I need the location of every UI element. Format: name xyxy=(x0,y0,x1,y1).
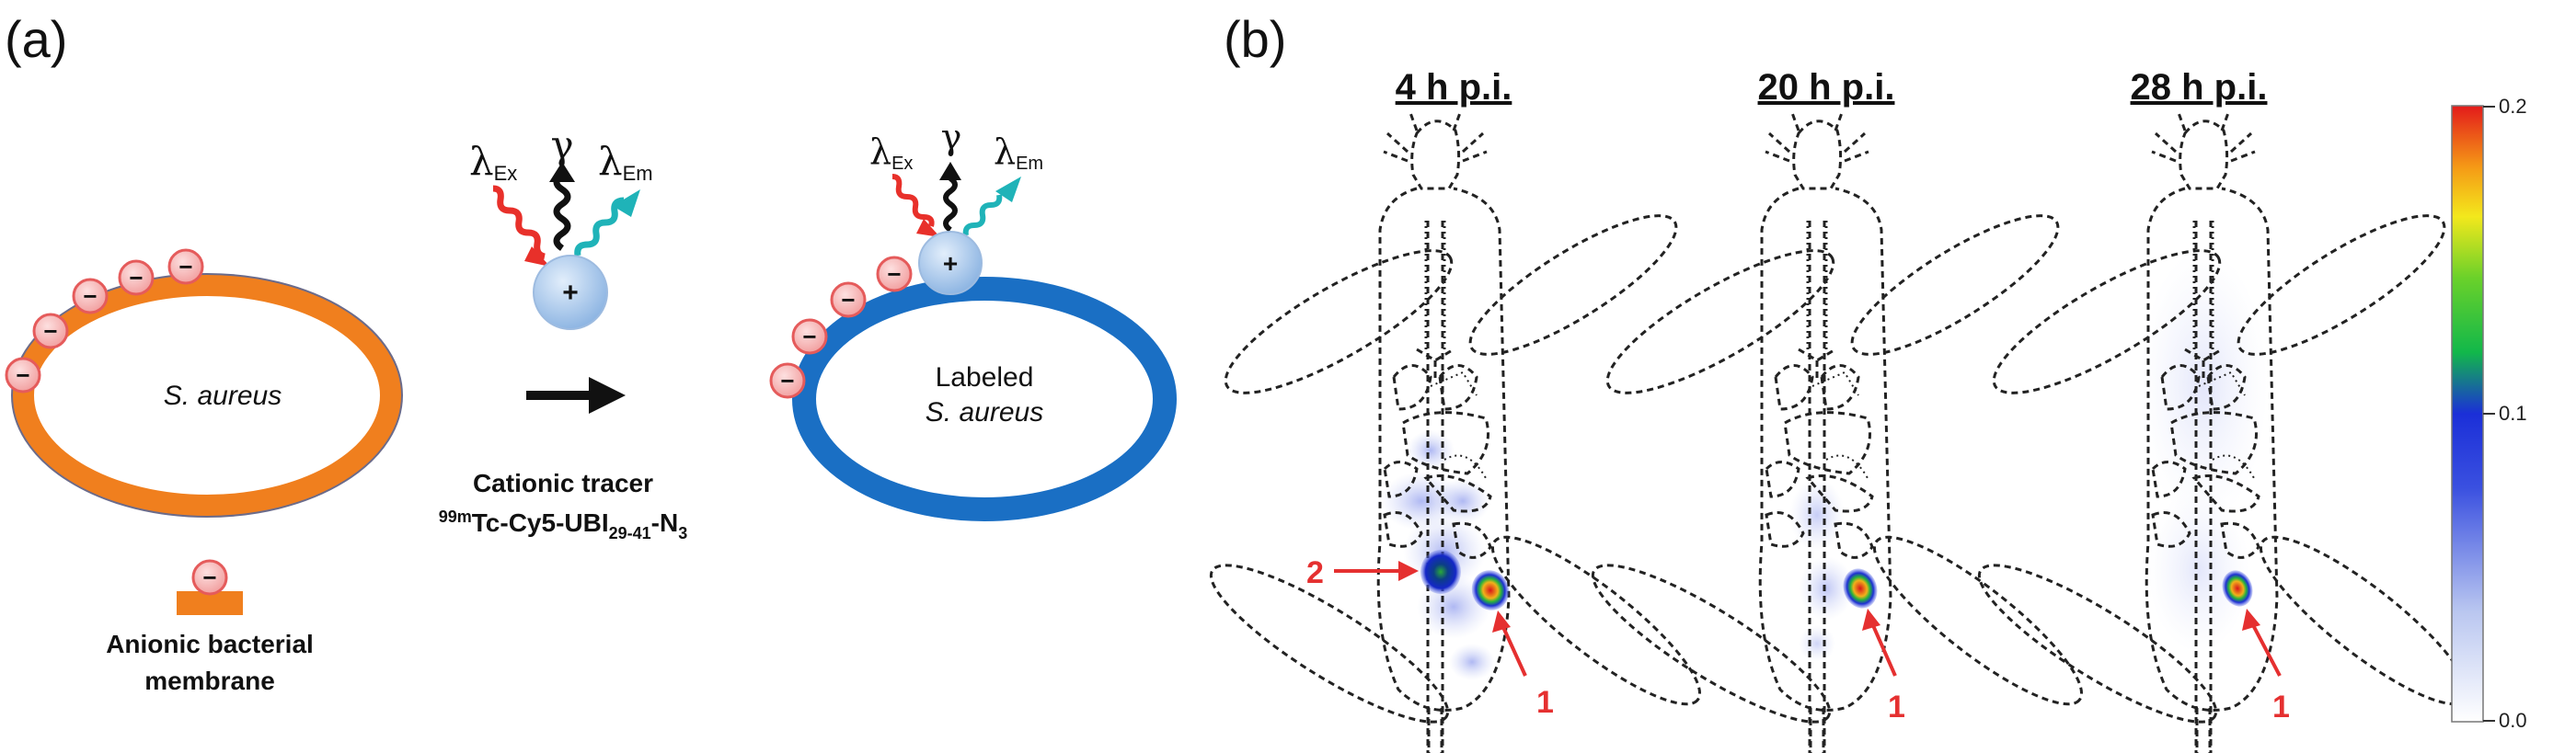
timepoint-title-2: 20 h p.i. xyxy=(1758,67,1895,108)
svg-text:−: − xyxy=(780,367,794,394)
gamma-arrowhead xyxy=(549,162,575,182)
anion-charge: − xyxy=(791,318,828,355)
legend-label-line2: membrane xyxy=(144,667,275,695)
bound-emission-arrowhead xyxy=(995,177,1021,202)
timepoint-title-1: 4 h p.i. xyxy=(1396,67,1512,108)
site-2-label: 2 xyxy=(1306,555,1324,590)
svg-text:−: − xyxy=(43,317,57,345)
site-2-arrowhead xyxy=(1398,561,1419,581)
bound-gamma-arrowhead xyxy=(939,162,961,180)
tracer-caption-line2: 99mTc-Cy5-UBI29-41-N3 xyxy=(439,508,687,542)
mouse-28h xyxy=(1961,108,2488,753)
site-1-arrow-20h xyxy=(1870,622,1897,677)
svg-text:−: − xyxy=(83,282,97,310)
anion-charge: − xyxy=(5,357,41,394)
svg-text:−: − xyxy=(129,264,143,291)
mouse-20h xyxy=(1575,108,2101,753)
lambda-ex-label: λEx xyxy=(469,139,517,185)
bound-gamma-wave xyxy=(943,176,958,233)
bacterium-left-label: S. aureus xyxy=(164,381,282,411)
gamma-label: γ xyxy=(550,122,573,167)
bacterium-left-membrane xyxy=(12,274,402,517)
panel-a: (a) S. aureus − − − − xyxy=(5,10,1177,695)
panel-b: (b) 4 h p.i. 20 h p.i. 28 h p.i. xyxy=(1193,10,2527,753)
tracer-charge: + xyxy=(562,278,579,308)
panel-b-label: (b) xyxy=(1224,10,1286,68)
svg-text:−: − xyxy=(202,564,216,591)
emission-arrowhead xyxy=(613,189,640,217)
bound-excitation-wave xyxy=(891,174,935,227)
bound-lambda-em-label: λEm xyxy=(994,131,1043,174)
timepoint-title-3: 28 h p.i. xyxy=(2131,67,2268,108)
colorbar-tick-mid: 0.1 xyxy=(2499,402,2527,425)
anion-charges-left: − − − − − xyxy=(5,248,204,394)
anion-charge: − xyxy=(72,278,109,314)
svg-text:−: − xyxy=(16,361,29,389)
site-1-arrowhead-4h xyxy=(1492,610,1511,633)
bound-lambda-ex-label: λEx xyxy=(869,131,913,174)
anion-charge: − xyxy=(118,259,155,296)
site-1-label-28h: 1 xyxy=(2272,690,2290,724)
anion-charges-right: − − − − xyxy=(769,256,913,399)
mouse-4h xyxy=(1193,108,1719,753)
uptake-haze-20h xyxy=(1789,478,1854,662)
panel-a-label: (a) xyxy=(5,10,67,68)
labeled-label-line1: Labeled xyxy=(936,362,1034,393)
site-1-arrow-4h xyxy=(1501,624,1527,677)
tracer-sphere xyxy=(533,255,608,330)
infection-site-2-hotspot xyxy=(1420,550,1461,594)
bound-excitation-arrowhead xyxy=(916,219,940,237)
anion-charge: − xyxy=(769,362,806,399)
anion-charge: − xyxy=(876,256,913,292)
site-1-arrowhead-20h xyxy=(1862,609,1880,631)
bound-tracer-charge: + xyxy=(943,249,958,278)
anion-charge: − xyxy=(830,281,867,318)
membrane-legend: − Anionic bacterial membrane xyxy=(106,559,314,695)
uptake-haze-28h xyxy=(2139,248,2268,653)
excitation-wave-arrow xyxy=(492,185,546,260)
cationic-tracer: λEx γ λEm + xyxy=(469,122,653,330)
svg-text:−: − xyxy=(802,323,816,350)
site-1-label-20h: 1 xyxy=(1888,690,1905,724)
site-1-label-4h: 1 xyxy=(1536,685,1554,720)
bound-gamma-label: γ xyxy=(941,117,962,157)
infection-site-1-hotspot xyxy=(1471,570,1510,610)
labeled-label-line2: S. aureus xyxy=(926,397,1043,428)
excitation-arrowhead xyxy=(524,246,550,267)
annotation-arrows xyxy=(1334,561,2282,677)
colorbar-tick-min: 0.0 xyxy=(2499,709,2527,732)
anion-charge: − xyxy=(32,313,69,349)
svg-text:−: − xyxy=(887,260,901,288)
lambda-em-label: λEm xyxy=(598,139,653,185)
legend-label-line1: Anionic bacterial xyxy=(106,630,314,658)
colorbar: 0.2 0.1 0.0 xyxy=(2451,95,2527,732)
colorbar-gradient xyxy=(2451,105,2484,723)
bound-emission-wave xyxy=(962,194,1003,236)
infection-site-1-hotspot xyxy=(2222,570,2253,607)
legend-anion-charge: − xyxy=(191,559,228,596)
bacterium-left-outline xyxy=(11,273,403,518)
site-1-arrow-28h xyxy=(2250,622,2282,677)
colorbar-tick-max: 0.2 xyxy=(2499,95,2527,118)
site-1-arrowhead-28h xyxy=(2242,609,2260,631)
process-arrowhead xyxy=(589,377,626,414)
svg-text:−: − xyxy=(841,286,855,314)
tracer-caption-line1: Cationic tracer xyxy=(473,469,653,497)
anion-charge: − xyxy=(167,248,204,285)
emission-wave-arrow xyxy=(574,197,625,257)
bound-tracer-sphere xyxy=(918,231,983,295)
infection-site-1-hotspot xyxy=(1843,568,1878,609)
gamma-wave-arrow xyxy=(553,173,571,251)
bound-tracer: λEx γ λEm + xyxy=(869,117,1043,295)
bacterium-labeled-membrane xyxy=(792,277,1177,521)
svg-text:−: − xyxy=(178,253,192,280)
